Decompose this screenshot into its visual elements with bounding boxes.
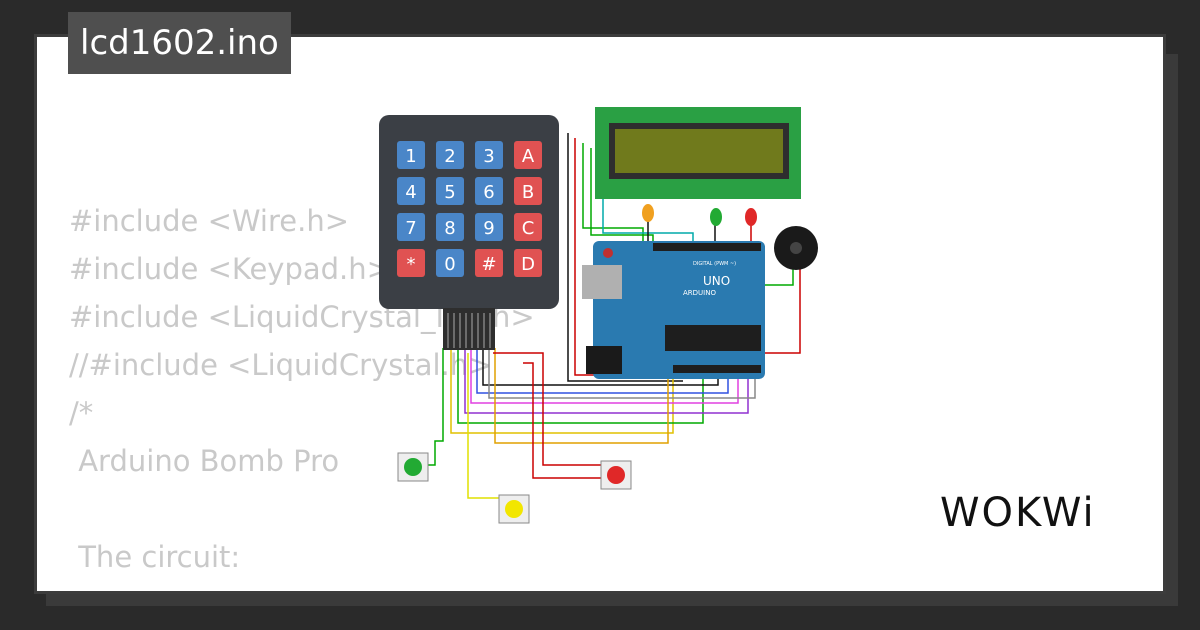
keypad-key-9[interactable]: 9 (475, 213, 503, 241)
circuit-diagram[interactable]: 1 2 3 A 4 5 6 B 7 8 9 C * 0 # D (37, 37, 1163, 591)
frame-shadow-bottom (46, 594, 1178, 606)
push-button-yellow[interactable] (498, 494, 530, 524)
keypad-key-*[interactable]: * (397, 249, 425, 277)
svg-text:1: 1 (405, 146, 416, 167)
svg-text:A: A (522, 146, 535, 167)
led-yellow[interactable] (642, 204, 654, 222)
frame-shadow-right (1166, 54, 1178, 606)
keypad-key-A[interactable]: A (514, 141, 542, 169)
svg-text:#: # (481, 254, 496, 275)
svg-text:B: B (522, 182, 534, 203)
led-red[interactable] (745, 208, 757, 226)
keypad-key-7[interactable]: 7 (397, 213, 425, 241)
keypad-key-2[interactable]: 2 (436, 141, 464, 169)
keypad-key-8[interactable]: 8 (436, 213, 464, 241)
keypad-key-3[interactable]: 3 (475, 141, 503, 169)
keypad-key-C[interactable]: C (514, 213, 542, 241)
svg-text:6: 6 (483, 182, 494, 203)
svg-text:3: 3 (483, 146, 494, 167)
leds[interactable] (642, 204, 757, 226)
keypad-key-5[interactable]: 5 (436, 177, 464, 205)
svg-text:D: D (521, 254, 535, 275)
svg-text:7: 7 (405, 218, 416, 239)
arduino-uno[interactable]: UNO ARDUINO DIGITAL (PWM ~) (582, 241, 765, 379)
keypad-key-#[interactable]: # (475, 249, 503, 277)
push-button-green[interactable] (397, 452, 429, 482)
svg-text:8: 8 (444, 218, 455, 239)
project-filename[interactable]: lcd1602.ino (68, 12, 291, 74)
arduino-model: UNO (703, 274, 730, 288)
keypad-key-B[interactable]: B (514, 177, 542, 205)
svg-text:5: 5 (444, 182, 455, 203)
preview-card[interactable]: #include <Wire.h> #include <Keypad.h> #i… (34, 34, 1166, 594)
svg-text:*: * (407, 254, 416, 275)
keypad-key-D[interactable]: D (514, 249, 542, 277)
svg-text:4: 4 (405, 182, 416, 203)
svg-text:C: C (522, 218, 535, 239)
keypad-key-6[interactable]: 6 (475, 177, 503, 205)
keypad[interactable]: 1 2 3 A 4 5 6 B 7 8 9 C * 0 # D (379, 115, 559, 350)
lcd-display[interactable] (595, 107, 801, 199)
push-button-red[interactable] (600, 460, 632, 490)
keypad-key-0[interactable]: 0 (436, 249, 464, 277)
wokwi-logo: WOKWi (940, 490, 1096, 536)
arduino-brand: ARDUINO (683, 289, 716, 297)
keypad-key-4[interactable]: 4 (397, 177, 425, 205)
keypad-key-1[interactable]: 1 (397, 141, 425, 169)
svg-text:9: 9 (483, 218, 494, 239)
svg-text:2: 2 (444, 146, 455, 167)
buzzer[interactable] (774, 226, 818, 270)
svg-text:0: 0 (444, 254, 455, 275)
digital-label: DIGITAL (PWM ~) (693, 261, 736, 267)
led-green[interactable] (710, 208, 722, 226)
